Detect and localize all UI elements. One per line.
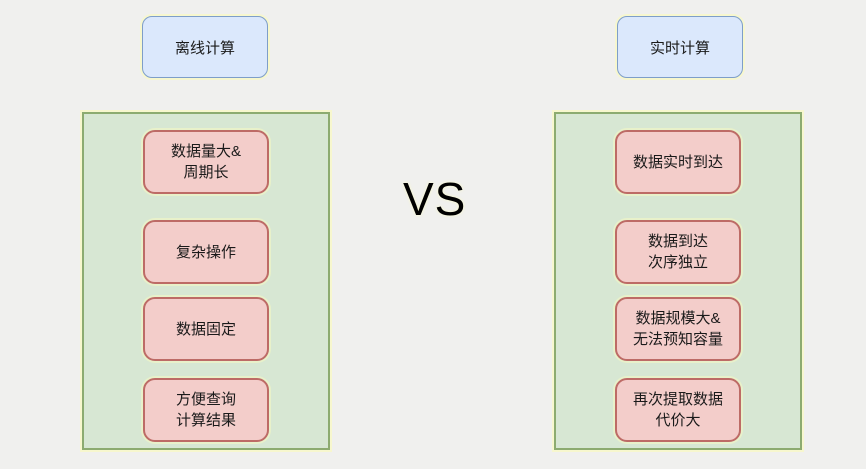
realtime-computing-header-label: 实时计算 [649, 39, 710, 57]
offline-item-data-volume: 数据量大& 周期长 [143, 130, 269, 194]
realtime-item-reextract-cost: 再次提取数据 代价大 [615, 378, 741, 442]
offline-item-query-results: 方便查询 计算结果 [143, 378, 269, 442]
offline-item-complex-operations: 复杂操作 [143, 220, 269, 284]
offline-computing-panel: 数据量大& 周期长 复杂操作 数据固定 方便查询 计算结果 [82, 112, 330, 450]
offline-computing-header-label: 离线计算 [174, 39, 235, 57]
realtime-item-arrival-order: 数据到达 次序独立 [615, 220, 741, 284]
realtime-computing-header-box: 实时计算 [617, 16, 743, 78]
realtime-item-realtime-arrival: 数据实时到达 [615, 130, 741, 194]
realtime-item-scale-capacity: 数据规模大& 无法预知容量 [615, 297, 741, 361]
realtime-computing-panel: 数据实时到达 数据到达 次序独立 数据规模大& 无法预知容量 再次提取数据 代价… [554, 112, 802, 450]
vs-label: VS [403, 173, 467, 225]
offline-item-fixed-data: 数据固定 [143, 297, 269, 361]
offline-computing-header-box: 离线计算 [142, 16, 268, 78]
